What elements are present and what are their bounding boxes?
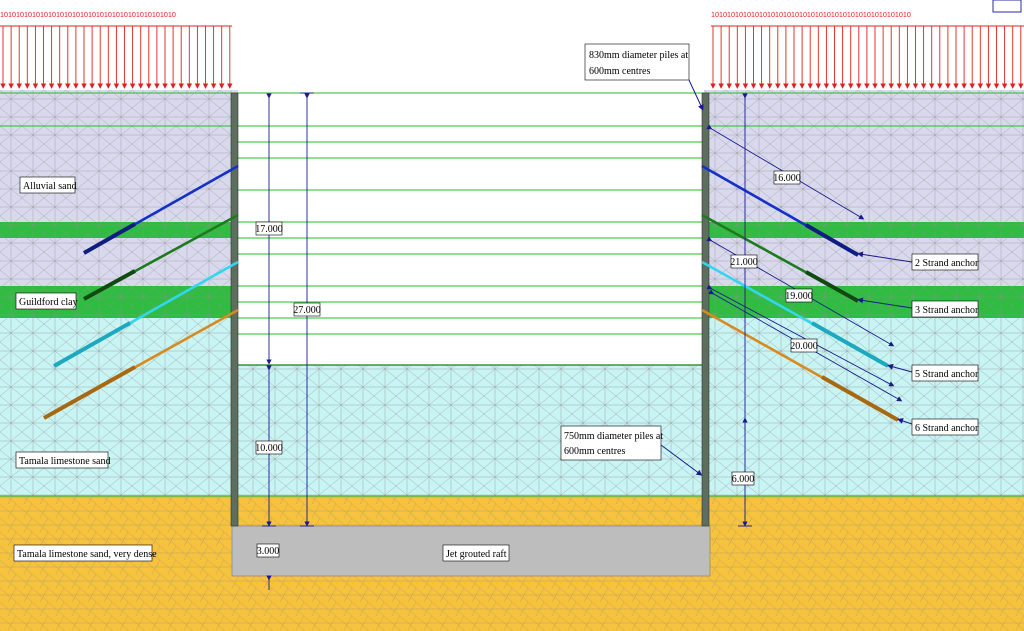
label-anchor-2: 2 Strand anchor: [911, 253, 979, 271]
dim-20: 20.000: [790, 338, 818, 353]
tamala-limestone-sand-text: Tamala limestone sand: [19, 456, 111, 467]
pile-wall-left[interactable]: [230, 92, 239, 527]
soil-labels: Alluvial sand Guildford clay Tamala lime…: [13, 176, 510, 562]
label-guildford-clay: Guildford clay: [15, 292, 78, 310]
anchors-left[interactable]: [43, 164, 239, 420]
dim-10: 10.000: [255, 440, 283, 455]
surcharge-left-label: 1010101010101010101010101010101010101010…: [0, 10, 176, 19]
dim-21-text: 21.000: [730, 257, 758, 268]
callout-750-piles: 750mm diameter piles at 600mm centres: [560, 425, 703, 476]
surcharge-right-label: 1010101010101010101010101010101010101010…: [711, 10, 911, 19]
surcharge-load-left[interactable]: 1010101010101010101010101010101010101010…: [0, 10, 233, 89]
callout-830-piles: 830mm diameter piles at 600mm centres: [584, 43, 704, 111]
dim-6-text: 6.000: [732, 474, 755, 485]
dim-19-text: 19.000: [785, 291, 813, 302]
dimension-labels: 17.000 27.000 10.000 3.000 16.000 21.000…: [255, 170, 818, 558]
surcharge-load-right[interactable]: 1010101010101010101010101010101010101010…: [710, 10, 1024, 89]
dim-6: 6.000: [731, 471, 755, 486]
dim-27: 27.000: [293, 302, 321, 317]
anchor-3-text: 3 Strand anchor: [915, 305, 979, 316]
piles-750-line2: 600mm centres: [564, 446, 625, 457]
excavation-void: [238, 90, 704, 365]
dim-27-text: 27.000: [293, 305, 321, 316]
dim-10-text: 10.000: [255, 443, 283, 454]
anchor-labels: 2 Strand anchor 3 Strand anchor 5 Strand…: [911, 253, 979, 436]
piles-830-line2: 600mm centres: [589, 66, 650, 77]
label-anchor-3: 3 Strand anchor: [911, 300, 979, 318]
label-anchor-6: 6 Strand anchor: [911, 418, 979, 436]
dim-21: 21.000: [730, 254, 758, 269]
dim-17: 17.000: [255, 221, 283, 236]
anchor-callouts: [857, 251, 913, 425]
label-tamala-very-dense: Tamala limestone sand, very dense: [13, 544, 157, 562]
piles-750-line1: 750mm diameter piles at: [564, 431, 663, 442]
dim-16: 16.000: [773, 170, 801, 185]
anchor-5-text: 5 Strand anchor: [915, 369, 979, 380]
label-tamala-limestone-sand: Tamala limestone sand: [15, 451, 111, 469]
anchor-2-text: 2 Strand anchor: [915, 258, 979, 269]
jet-grouted-raft-text: Jet grouted raft: [446, 549, 507, 560]
anchor-6-text: 6 Strand anchor: [915, 423, 979, 434]
dim-20-text: 20.000: [790, 341, 818, 352]
corner-widget[interactable]: [992, 0, 1022, 13]
label-alluvial-sand: Alluvial sand: [19, 176, 77, 194]
dim-17-text: 17.000: [255, 224, 283, 235]
dim-16-text: 16.000: [773, 173, 801, 184]
piles-830-line1: 830mm diameter piles at: [589, 50, 688, 61]
label-jet-grouted-raft: Jet grouted raft: [442, 544, 510, 562]
dim-3-text: 3.000: [257, 546, 280, 557]
label-anchor-5: 5 Strand anchor: [911, 364, 979, 382]
guildford-clay-text: Guildford clay: [19, 297, 78, 308]
dim-3: 3.000: [256, 543, 280, 558]
alluvial-sand-text: Alluvial sand: [23, 181, 77, 192]
dim-19: 19.000: [785, 288, 813, 303]
tamala-very-dense-text: Tamala limestone sand, very dense: [17, 549, 157, 560]
